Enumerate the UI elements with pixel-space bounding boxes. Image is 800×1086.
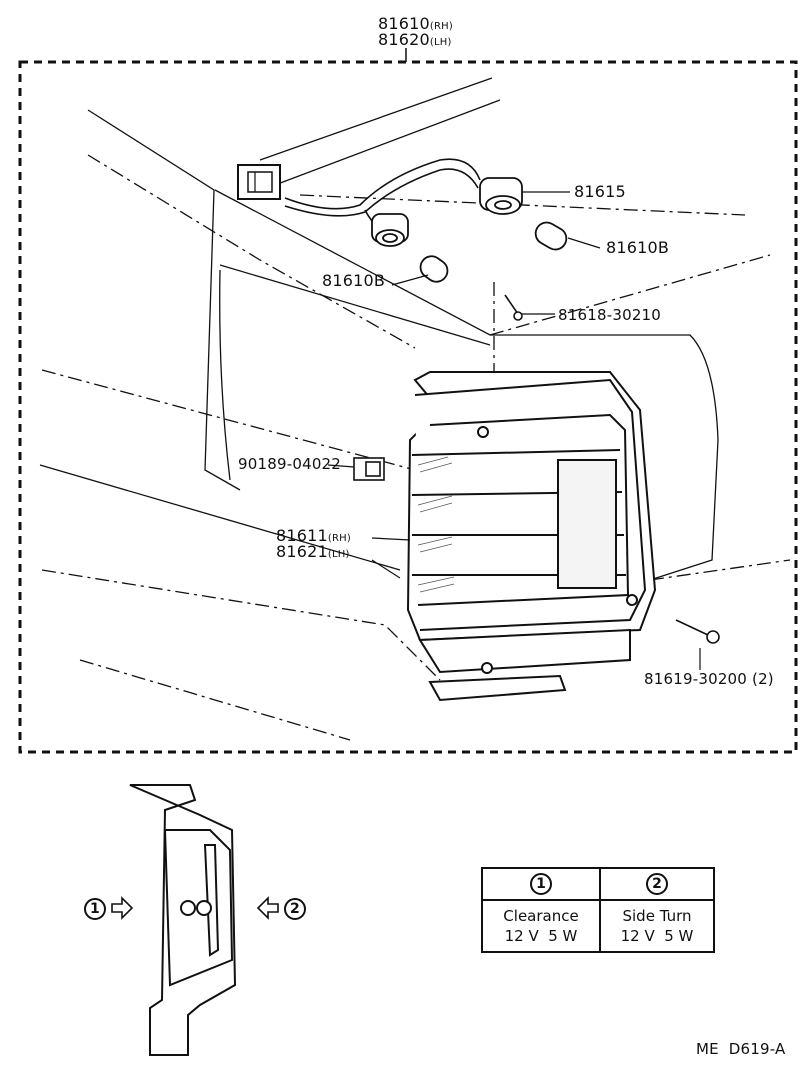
lamp-side-view — [129, 784, 237, 1056]
spec-col1-body: Clearance 12 V 5 W — [481, 899, 601, 953]
callout-lens-lh-number: 81621 — [276, 542, 328, 561]
lamp-lens-icon — [406, 371, 657, 702]
callout-lens-lh: 81621(LH) — [276, 544, 350, 563]
assembly-part-lh: 81620(LH) — [378, 32, 452, 51]
spec-col2-body: Side Turn 12 V 5 W — [599, 899, 715, 953]
callout-lens-lh-side: (LH) — [327, 549, 350, 560]
assembly-part-rh: 81610(RH) — [378, 16, 453, 35]
callout-screw-bottom: 81619-30200 (2) — [644, 670, 774, 688]
screw-top-icon — [504, 294, 523, 321]
view-marker-2: 2 — [284, 898, 306, 920]
callout-lens-rh: 81611(RH) — [276, 528, 351, 547]
arrow-left-icon — [256, 896, 279, 920]
socket-left-icon — [371, 213, 409, 247]
spec-col2-name: Side Turn — [622, 907, 692, 925]
callout-clip: 90189-04022 — [238, 455, 342, 473]
connector-icon — [237, 164, 281, 200]
callout-socket: 81615 — [574, 182, 626, 201]
callout-lens-rh-side: (RH) — [327, 533, 351, 544]
spec-col2-header: 2 — [599, 867, 715, 901]
assembly-part-lh-side: (LH) — [429, 37, 452, 48]
spec-col2-rating: 12 V 5 W — [620, 927, 694, 945]
spec-table-body-row: Clearance 12 V 5 W Side Turn 12 V 5 W — [481, 899, 715, 953]
leader-lines — [327, 191, 701, 670]
spec-col1-rating: 12 V 5 W — [504, 927, 578, 945]
spec-col1-number: 1 — [530, 873, 552, 895]
view-marker-1: 1 — [84, 898, 106, 920]
callout-bulb-left: 81610B — [322, 271, 386, 290]
vehicle-body-lines — [39, 77, 791, 741]
assembly-part-lh-number: 81620 — [378, 30, 430, 49]
screw-bottom-icon — [675, 619, 720, 644]
spec-col2-number: 2 — [646, 873, 668, 895]
clip-icon — [353, 457, 385, 481]
bulb-left-icon — [419, 255, 449, 283]
view-marker-2-number: 2 — [284, 898, 306, 920]
spec-col1-header: 1 — [481, 867, 601, 901]
callout-bulb-right: 81610B — [606, 238, 670, 257]
socket-right-icon — [479, 177, 523, 215]
view-marker-1-number: 1 — [84, 898, 106, 920]
bulb-right-icon — [534, 221, 568, 251]
diagram-code: ME D619-A — [696, 1040, 786, 1058]
callout-lens-rh-number: 81611 — [276, 526, 328, 545]
bulb-spec-table: 1 2 Clearance 12 V 5 W Side Turn 12 V 5 … — [481, 867, 715, 953]
callout-screw-top: 81618-30210 — [558, 306, 662, 324]
assembly-part-rh-number: 81610 — [378, 14, 430, 33]
spec-table-header-row: 1 2 — [481, 867, 715, 901]
assembly-part-rh-side: (RH) — [429, 21, 453, 32]
lens-hatching — [417, 456, 455, 593]
arrow-right-icon — [111, 896, 134, 920]
spec-col1-name: Clearance — [503, 907, 579, 925]
assembly-boundary — [18, 60, 798, 754]
